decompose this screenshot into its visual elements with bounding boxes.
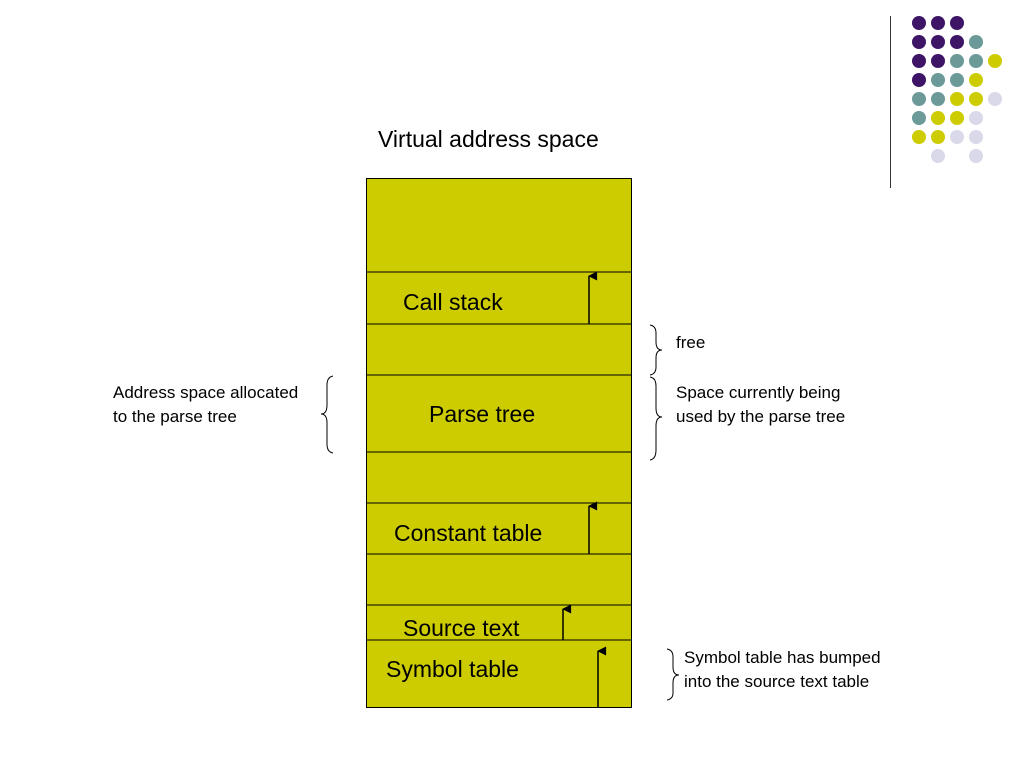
decorative-dot <box>931 92 945 106</box>
decorative-dot <box>950 111 964 125</box>
decorative-dot <box>950 35 964 49</box>
decorative-dot <box>950 54 964 68</box>
decorative-dot <box>969 130 983 144</box>
diagram-title: Virtual address space <box>378 126 599 152</box>
decorative-divider-line <box>890 16 891 188</box>
decorative-dot <box>931 54 945 68</box>
annotation-parse-tree-allocated: Address space allocated to the parse tre… <box>113 383 299 426</box>
decorative-dot <box>969 92 983 106</box>
decorative-dot <box>931 35 945 49</box>
decorative-dot <box>912 130 926 144</box>
decorative-dot <box>912 35 926 49</box>
decorative-dot <box>931 16 945 30</box>
annotation-free: free <box>676 333 706 352</box>
parse-tree-allocated-brace <box>320 375 334 454</box>
segment-label-call-stack: Call stack <box>403 289 503 315</box>
symbol-bump-brace <box>666 648 680 701</box>
decorative-dot <box>969 35 983 49</box>
decorative-dot <box>912 111 926 125</box>
decorative-dot <box>931 111 945 125</box>
decorative-dot-grid <box>912 16 1002 163</box>
parse-tree-used-brace <box>649 376 663 461</box>
annotation-parse-tree-used: Space currently being used by the parse … <box>676 383 846 426</box>
decorative-dot <box>912 73 926 87</box>
decorative-dot <box>912 54 926 68</box>
decorative-dot <box>969 111 983 125</box>
annotation-symbol-bump: Symbol table has bumped into the source … <box>684 648 881 691</box>
decorative-dot <box>931 149 945 163</box>
decorative-dot <box>969 149 983 163</box>
segment-label-symbol-table: Symbol table <box>386 656 519 682</box>
decorative-dot <box>950 92 964 106</box>
decorative-dot <box>931 130 945 144</box>
decorative-dot <box>969 54 983 68</box>
decorative-dot <box>950 16 964 30</box>
decorative-dot <box>931 73 945 87</box>
memory-stack <box>366 178 632 708</box>
free-brace <box>649 324 663 376</box>
decorative-dot <box>950 73 964 87</box>
decorative-dot <box>950 130 964 144</box>
segment-label-constant-table: Constant table <box>394 520 543 546</box>
decorative-dot <box>912 16 926 30</box>
decorative-dot <box>969 73 983 87</box>
segment-label-parse-tree: Parse tree <box>429 401 536 427</box>
decorative-dot <box>912 92 926 106</box>
decorative-dot <box>988 54 1002 68</box>
segment-label-source-text: Source text <box>403 615 520 641</box>
decorative-dot <box>988 92 1002 106</box>
